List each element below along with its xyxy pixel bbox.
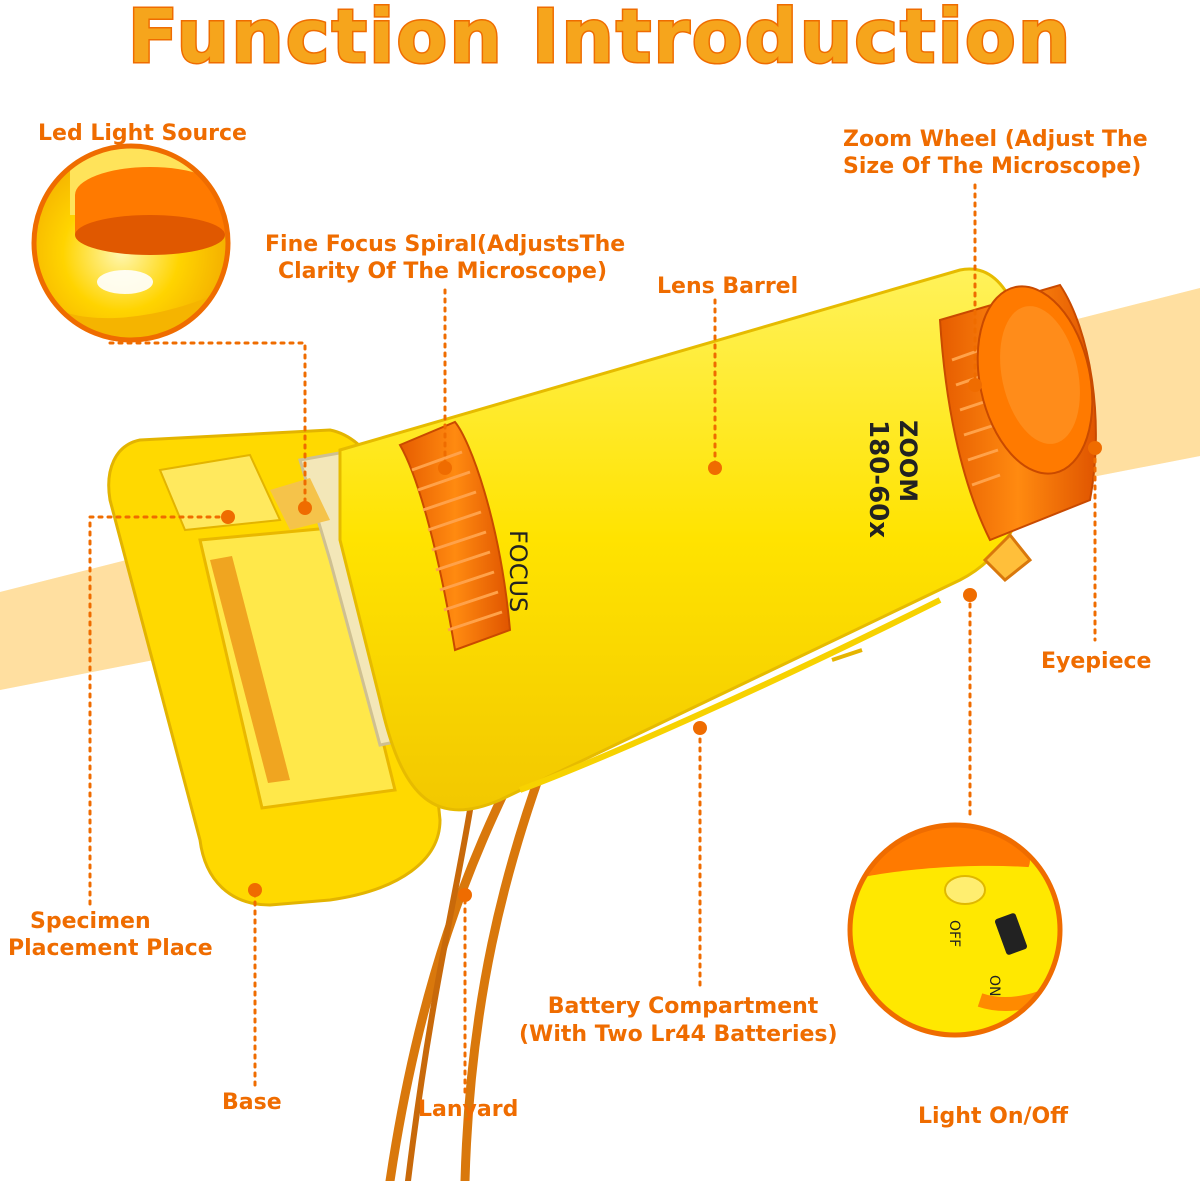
eyepiece-clip [982,532,1033,583]
label-zoom-wheel-line2: Size Of The Microscope) [843,154,1142,179]
leader-dots [221,378,1102,902]
label-base: Base [222,1090,282,1115]
magnification-text: 180-60x [863,420,893,538]
label-light-on-off: Light On/Off [918,1104,1069,1129]
label-lanyard: Lanyard [418,1097,519,1122]
zoom-text: ZOOM [894,420,922,502]
label-fine-focus-line1: Fine Focus Spiral(AdjustsThe [265,232,626,257]
label-lens-barrel: Lens Barrel [657,274,799,299]
page-title: Function Introduction [126,0,1073,82]
label-battery-line1: Battery Compartment [547,994,819,1019]
lanyard-strap [385,755,550,1181]
focus-dial [398,420,512,652]
switch-inset [847,822,1063,1038]
led-inset [31,143,231,343]
focus-text: FOCUS [504,530,532,612]
label-specimen-line1: Specimen [30,909,151,934]
switch-off-text: OFF [946,920,962,947]
label-specimen-line2: Placement Place [8,936,213,961]
leader-lines [88,183,1097,1097]
zoom-wheel [938,283,1097,542]
label-zoom-wheel-line1: Zoom Wheel (Adjust The [843,127,1148,152]
label-battery-line2: (With Two Lr44 Batteries) [519,1022,838,1047]
label-eyepiece: Eyepiece [1041,649,1152,674]
switch-on-text: ON [986,975,1002,997]
label-fine-focus-line2: Clarity Of The Microscope) [278,259,608,284]
label-led-light-source: Led Light Source [38,121,247,146]
